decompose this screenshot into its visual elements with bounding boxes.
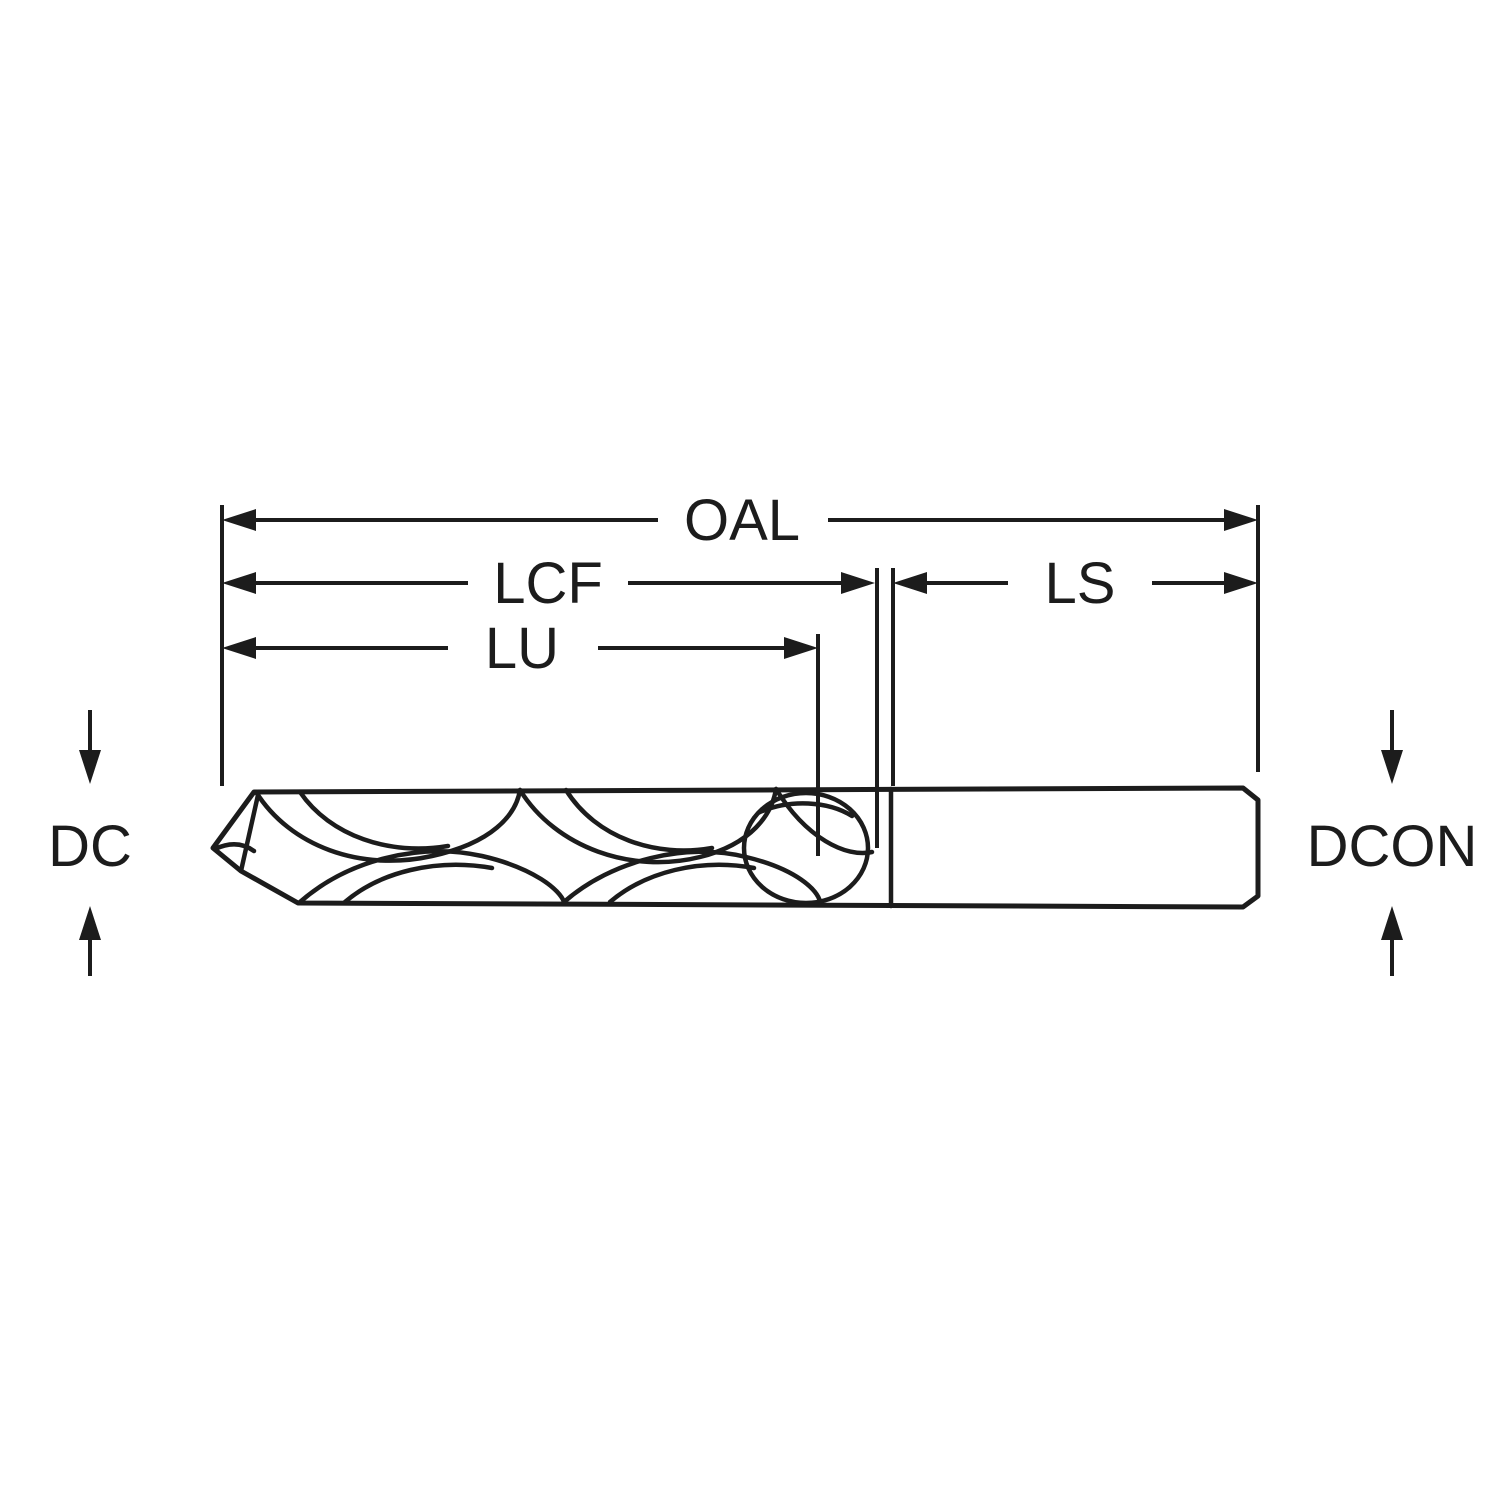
dcon-upper-arrowhead [1381, 750, 1403, 784]
tip-lip-line [212, 842, 257, 854]
flute-bottom-petal-1 [297, 849, 567, 905]
dim-label-lcf: LCF [493, 551, 603, 616]
flute-curves [253, 786, 875, 906]
flute-top-band-1 [297, 789, 451, 851]
dc-upper-arrowhead [79, 750, 101, 784]
flute-bottom-band-1 [342, 862, 495, 905]
tip-facet-line [238, 792, 261, 874]
dim-label-dcon: DCON [1307, 814, 1478, 879]
dc-lower-arrowhead [79, 906, 101, 940]
dimension-lu: LU [222, 616, 818, 681]
flute-bottom-band-2 [607, 862, 757, 905]
flute-top-petal-2 [517, 786, 779, 865]
lu-arrow-right [784, 637, 818, 659]
oal-arrow-left [222, 509, 256, 531]
lcf-arrow-left [222, 572, 256, 594]
dim-label-lu: LU [485, 616, 559, 681]
dim-label-ls: LS [1045, 551, 1116, 616]
drill-silhouette [210, 785, 1261, 910]
dcon-lower-arrowhead [1381, 906, 1403, 940]
flute-runout-inner-curve [757, 801, 855, 819]
flute-bottom-petal-2 [561, 849, 823, 905]
lu-arrow-left [222, 637, 256, 659]
oal-arrow-right [1224, 509, 1258, 531]
ls-arrow-right [1224, 572, 1258, 594]
dim-label-dc: DC [48, 814, 132, 879]
dimension-dc: DC [48, 710, 132, 976]
dimension-lcf: LCF [222, 551, 875, 616]
dim-label-oal: OAL [684, 488, 800, 553]
flute-runout-ellipse [741, 790, 871, 906]
extension-lines [220, 505, 1260, 856]
ls-arrow-left [893, 572, 927, 594]
dimension-dcon: DCON [1307, 710, 1478, 976]
dimension-oal: OAL [222, 488, 1258, 553]
drill-body [210, 785, 1261, 910]
lcf-arrow-right [841, 572, 875, 594]
dimension-ls: LS [893, 551, 1258, 616]
flute-top-petal-1 [253, 787, 523, 863]
